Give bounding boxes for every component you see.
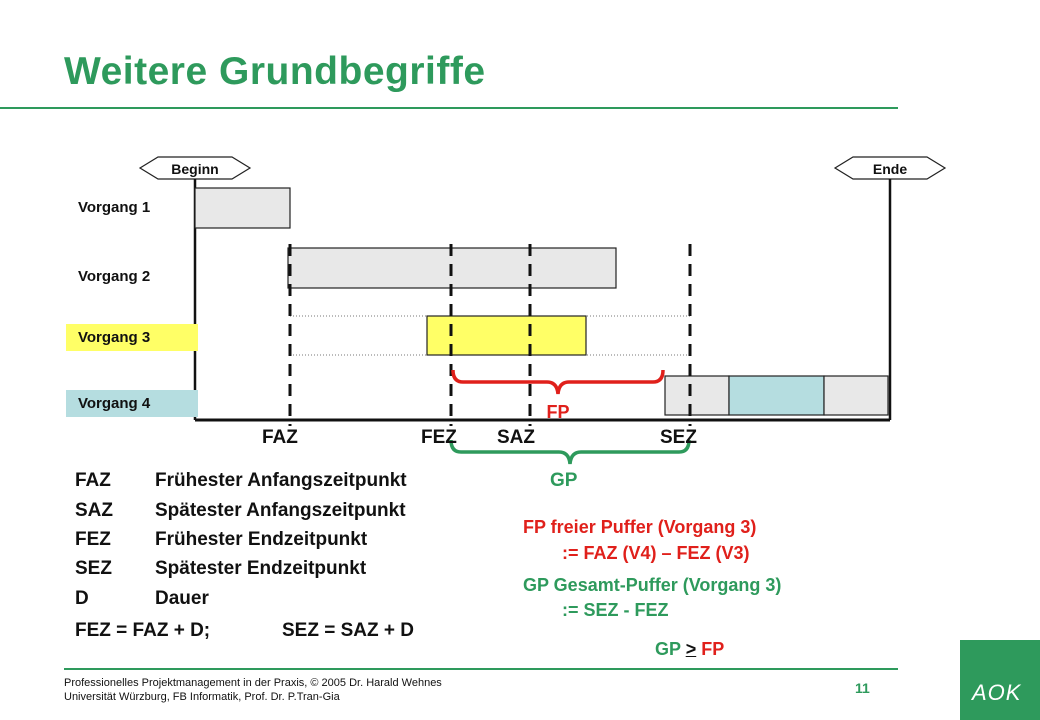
footer-rule	[64, 668, 898, 670]
definition-abbr: D	[75, 588, 89, 609]
aok-logo: AOK	[960, 640, 1040, 720]
label-vorgang-1: Vorgang 1	[78, 199, 151, 216]
title-rule	[0, 107, 898, 109]
marker-label-saz: SAZ	[497, 427, 535, 448]
beginn-label: Beginn	[171, 161, 218, 177]
aok-logo-text: AOK	[972, 680, 1022, 705]
fp-label: FP	[546, 402, 569, 422]
label-vorgang-2: Vorgang 2	[78, 268, 151, 285]
definition-text: Spätester Anfangszeitpunkt	[155, 500, 406, 521]
fp-definition-line2: := FAZ (V4) – FEZ (V3)	[562, 543, 750, 563]
ende-marker	[833, 156, 947, 180]
label-vorgang-4: Vorgang 4	[66, 390, 198, 417]
bar-vorgang-3	[426, 315, 587, 356]
comparison-gp: GP	[655, 639, 681, 659]
fp-definition-line1: FP freier Puffer (Vorgang 3)	[523, 517, 757, 537]
marker-label-faz: FAZ	[262, 427, 298, 448]
definition-abbr: FAZ	[75, 470, 111, 491]
gp-definition-line2: := SEZ - FEZ	[562, 600, 669, 620]
definition-text: Dauer	[155, 588, 209, 609]
definition-text: Frühester Anfangszeitpunkt	[155, 470, 407, 491]
formula-sez: SEZ = SAZ + D	[282, 620, 414, 641]
page-title: Weitere Grundbegriffe	[64, 50, 486, 93]
gp-label: GP	[550, 470, 578, 491]
formula-fez: FEZ = FAZ + D;	[75, 620, 211, 641]
definition-abbr: SAZ	[75, 500, 113, 521]
page-number: 11	[855, 680, 870, 696]
fp-brace	[451, 369, 665, 395]
bar-vorgang-4a	[664, 375, 730, 416]
comparison-operator: >	[685, 639, 697, 659]
beginn-marker	[138, 156, 252, 180]
marker-label-fez: FEZ	[421, 427, 457, 448]
definition-abbr: SEZ	[75, 558, 112, 579]
definition-text: Frühester Endzeitpunkt	[155, 529, 368, 550]
gantt-diagram: Beginn Ende FP	[138, 156, 947, 465]
ende-label: Ende	[873, 161, 907, 177]
label-vorgang-3: Vorgang 3	[66, 324, 198, 351]
footer-line-1: Professionelles Projektmanagement in der…	[64, 677, 442, 689]
gp-brace	[449, 439, 691, 465]
gp-fp-comparison: GP > FP	[655, 639, 724, 660]
bar-vorgang-4c	[823, 375, 889, 416]
bar-vorgang-4b	[728, 375, 825, 416]
comparison-fp: FP	[701, 639, 725, 659]
marker-label-sez: SEZ	[660, 427, 697, 448]
definition-abbr: FEZ	[75, 529, 111, 550]
gp-definition-line1: GP Gesamt-Puffer (Vorgang 3)	[523, 575, 782, 595]
bar-vorgang-1	[194, 187, 291, 229]
definition-text: Spätester Endzeitpunkt	[155, 558, 367, 579]
footer-line-2: Universität Würzburg, FB Informatik, Pro…	[64, 691, 340, 703]
